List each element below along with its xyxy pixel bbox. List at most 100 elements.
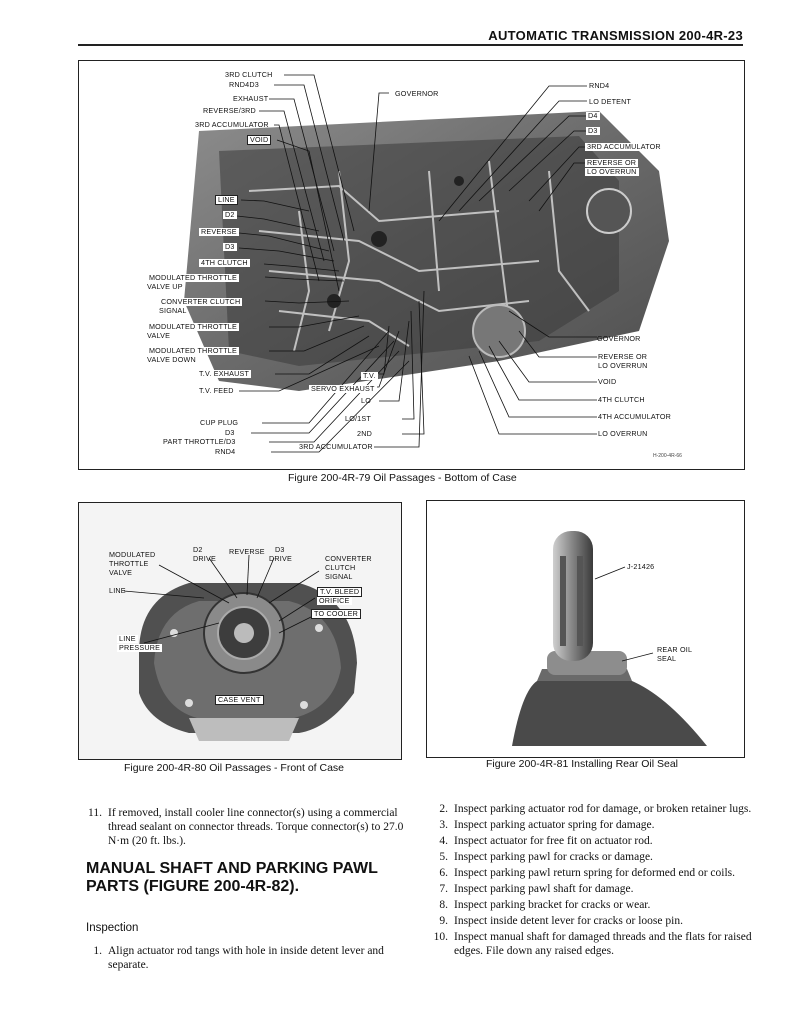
list-item: 1. Align actuator rod tangs with hole in… [86, 944, 406, 972]
label-governor-right: GOVERNOR [597, 334, 641, 343]
left-column-step-1: 1. Align actuator rod tangs with hole in… [86, 944, 406, 974]
list-item-number: 4. [439, 835, 448, 847]
label-lo-1st: LO/1ST [345, 414, 371, 423]
figure-79-box: 3RD CLUTCH RND4D3 EXHAUST REVERSE/3RD 3R… [78, 60, 745, 470]
label-f80-converter: CONVERTER [325, 554, 372, 563]
rear-seal-photo [427, 501, 744, 757]
label-seal: SEAL [657, 654, 677, 663]
list-item-text: Inspect inside detent lever for cracks o… [454, 915, 683, 927]
label-4th-clutch-right: 4TH CLUTCH [598, 395, 645, 404]
list-item-text: If removed, install cooler line connecto… [108, 807, 404, 847]
label-mod-throttle-valve: MODULATED THROTTLE [147, 322, 239, 331]
label-3rd-accumulator-bottom: 3RD ACCUMULATOR [299, 442, 373, 451]
list-item: 11. If removed, install cooler line conn… [86, 806, 406, 848]
label-lo-overrun-2: LO OVERRUN [598, 361, 648, 370]
list-item: 8. Inspect parking bracket for cracks or … [432, 898, 752, 912]
figure-79-leader-lines [236, 74, 597, 453]
left-column-step-11: 11. If removed, install cooler line conn… [86, 806, 406, 850]
label-valve-down: VALVE DOWN [147, 355, 196, 364]
label-valve-up: VALVE UP [147, 282, 183, 291]
list-item-text: Inspect parking pawl return spring for d… [454, 867, 736, 879]
label-part-throttle-d3: PART THROTTLE/D3 [163, 437, 236, 446]
label-signal: SIGNAL [159, 306, 187, 315]
list-item-number: 6. [439, 867, 448, 879]
label-reverse-3rd: REVERSE/3RD [203, 106, 256, 115]
list-item: 7.Inspect parking pawl shaft for damage. [432, 882, 752, 896]
section-title: MANUAL SHAFT AND PARKING PAWL PARTS (FIG… [86, 860, 378, 895]
list-item-text: Inspect actuator for free fit on actuato… [454, 835, 653, 847]
label-4th-accumulator: 4TH ACCUMULATOR [598, 412, 672, 421]
label-3rd-clutch: 3RD CLUTCH [225, 70, 273, 79]
list-item-text: Inspect parking bracket for cracks or we… [454, 899, 651, 911]
label-f80-to-cooler: TO COOLER [311, 609, 362, 619]
label-f80-line: LINE [109, 586, 126, 595]
list-item-number: 7. [439, 883, 448, 895]
label-f80-modulated: MODULATED [109, 550, 156, 559]
label-f80-pressure: PRESSURE [117, 643, 163, 652]
label-servo-exhaust: SERVO EXHAUST [309, 384, 377, 393]
label-f80-d3: D3 [275, 545, 285, 554]
label-lo: LO [361, 396, 371, 405]
label-reverse: REVERSE [199, 227, 239, 236]
figure-79-caption: Figure 200-4R-79 Oil Passages - Bottom o… [288, 472, 517, 484]
label-f80-valve: VALVE [109, 568, 133, 577]
label-j21426: J-21426 [627, 562, 655, 571]
label-lo-overrun-3: LO OVERRUN [598, 429, 648, 438]
label-3rd-accumulator-left: 3RD ACCUMULATOR [195, 120, 269, 129]
label-f80-d2: D2 [193, 545, 203, 554]
right-column-steps: 2.Inspect parking actuator rod for damag… [432, 802, 752, 960]
label-mod-throttle-up: MODULATED THROTTLE [147, 273, 239, 282]
label-d2: D2 [223, 210, 237, 219]
label-rnd4-right: RND4 [589, 81, 610, 90]
figure-81-leader-lines [594, 566, 654, 662]
case-front-photo [79, 503, 401, 759]
figure-81-caption: Figure 200-4R-81 Installing Rear Oil Sea… [486, 758, 679, 770]
label-reverse-or-2: REVERSE OR [598, 352, 648, 361]
label-rnd4d3: RND4D3 [229, 80, 259, 89]
label-rear-oil: REAR OIL [657, 645, 693, 654]
subsection-title: Inspection [86, 922, 139, 934]
list-item-text: Inspect parking actuator spring for dama… [454, 819, 655, 831]
figure-80-caption: Figure 200-4R-80 Oil Passages - Front of… [124, 762, 345, 774]
label-f80-orifice: ORIFICE [317, 596, 352, 605]
list-item-text: Align actuator rod tangs with hole in in… [108, 945, 384, 971]
label-governor-top: GOVERNOR [395, 89, 439, 98]
label-rnd4-bottom: RND4 [215, 447, 236, 456]
page-header: AUTOMATIC TRANSMISSION 200-4R-23 [78, 28, 743, 46]
label-d3-left: D3 [223, 242, 237, 251]
label-tv-bottom: T.V. [361, 371, 378, 380]
label-tv-feed: T.V. FEED [199, 386, 234, 395]
label-d3-right: D3 [586, 126, 600, 135]
label-f80-line-2: LINE [117, 634, 138, 643]
figure-81-box: J-21426 REAR OIL SEAL [426, 500, 745, 758]
label-void-right: VOID [598, 377, 617, 386]
list-item-number: 9. [439, 915, 448, 927]
label-d3-bottom: D3 [225, 428, 235, 437]
list-item: 3. Inspect parking actuator spring for da… [432, 818, 752, 832]
label-f80-drive-1: DRIVE [193, 554, 216, 563]
list-item-number: 8. [439, 899, 448, 911]
figure-80-box: MODULATED THROTTLE VALVE D2 DRIVE REVERS… [78, 502, 402, 760]
list-item: 2.Inspect parking actuator rod for damag… [432, 802, 752, 816]
label-reverse-or-1: REVERSE OR [585, 158, 639, 167]
label-f80-clutch: CLUTCH [325, 563, 356, 572]
label-4th-clutch-left: 4TH CLUTCH [199, 258, 250, 267]
label-valve: VALVE [147, 331, 171, 340]
list-item-text: Inspect manual shaft for damaged threads… [454, 931, 752, 957]
figure-79-id: H-200-4R-66 [653, 453, 682, 459]
label-3rd-accumulator-right: 3RD ACCUMULATOR [585, 142, 663, 151]
label-f80-drive-2: DRIVE [269, 554, 292, 563]
list-item-number: 3. [439, 819, 448, 831]
list-item: 10.Inspect manual shaft for damaged thre… [432, 930, 752, 958]
label-exhaust: EXHAUST [233, 94, 269, 103]
label-f80-throttle: THROTTLE [109, 559, 149, 568]
list-item-number: 11. [88, 807, 102, 819]
label-f80-reverse: REVERSE [229, 547, 265, 556]
list-item: 5.Inspect parking pawl for cracks or dam… [432, 850, 752, 864]
figure-80-leader-lines [123, 554, 320, 644]
label-f80-signal: SIGNAL [325, 572, 353, 581]
list-item-number: 1. [93, 945, 102, 957]
label-2nd: 2ND [357, 429, 372, 438]
list-item: 6. Inspect parking pawl return spring for… [432, 866, 752, 880]
label-converter-clutch: CONVERTER CLUTCH [159, 297, 243, 306]
